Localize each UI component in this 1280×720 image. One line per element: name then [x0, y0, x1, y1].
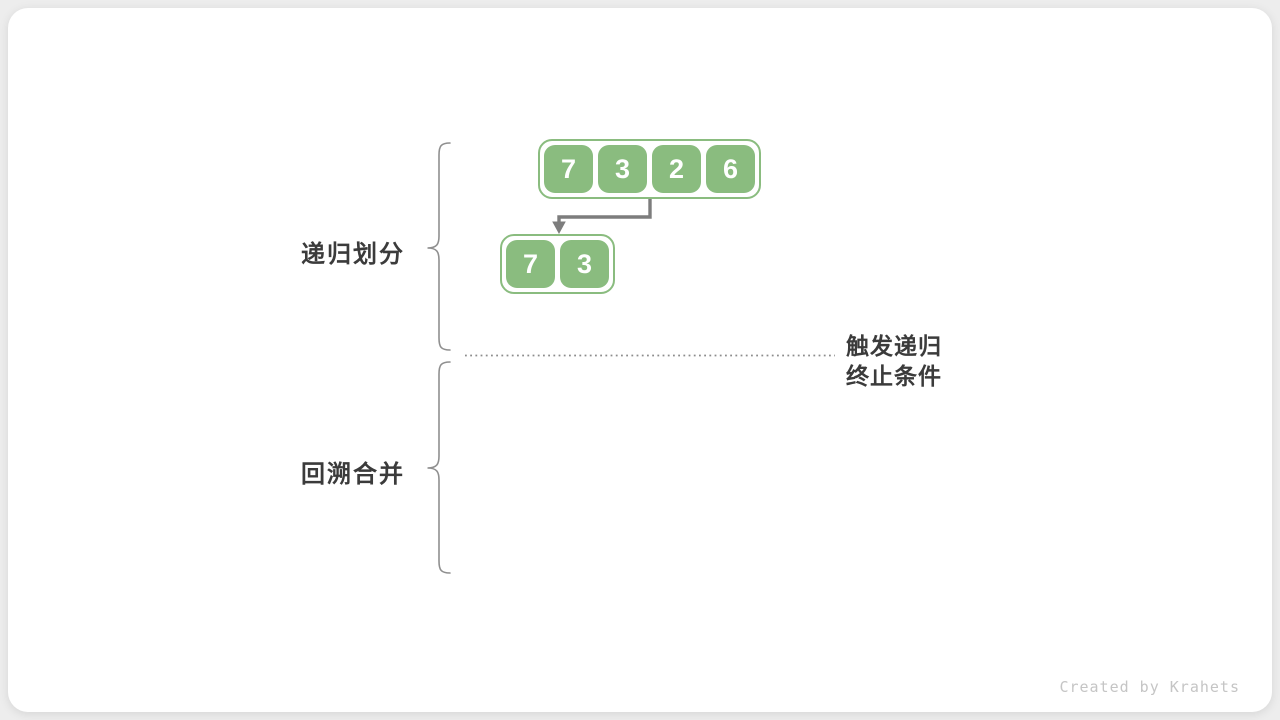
- array-cell: 7: [506, 240, 555, 288]
- termination-note-line2: 终止条件: [846, 363, 942, 389]
- array-cell: 3: [598, 145, 647, 193]
- array-level2: 7 3: [500, 234, 615, 294]
- label-backtrack-merge: 回溯合并: [301, 461, 405, 488]
- credit-text: Created by Krahets: [1059, 678, 1240, 696]
- termination-note: 触发递归 终止条件: [846, 331, 942, 391]
- label-recursive-partition: 递归划分: [301, 241, 405, 268]
- canvas-card: [8, 8, 1272, 712]
- array-level1: 7 3 2 6: [538, 139, 761, 199]
- termination-note-line1: 触发递归: [846, 333, 942, 359]
- array-cell: 6: [706, 145, 755, 193]
- array-cell: 3: [560, 240, 609, 288]
- array-cell: 7: [544, 145, 593, 193]
- array-cell: 2: [652, 145, 701, 193]
